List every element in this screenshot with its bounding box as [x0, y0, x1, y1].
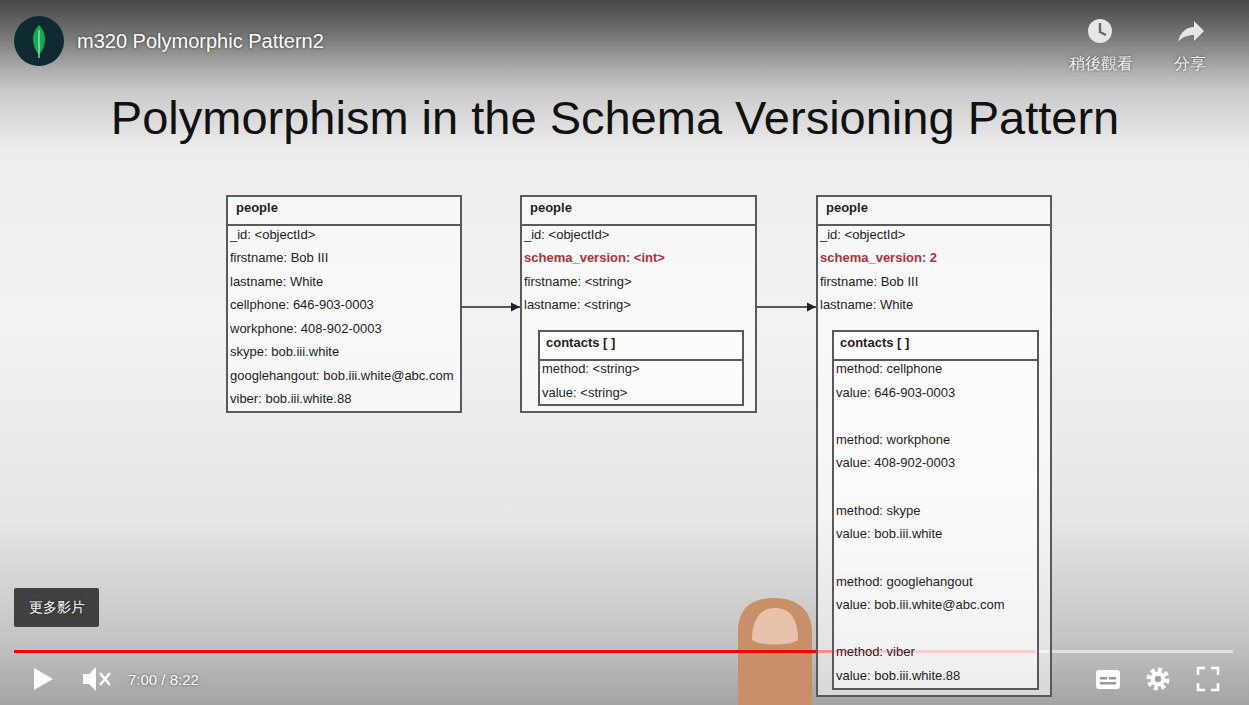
field-line: viber: bob.iii.white.88 — [230, 391, 351, 407]
field-line: _id: <objectId> — [820, 227, 905, 243]
collection-box: people _id: <objectId> firstname: Bob III l… — [226, 195, 462, 413]
field-line: value: 646-903-0003 — [836, 385, 955, 401]
array-box: contacts [ ] method: cellphone value: 646-… — [832, 330, 1039, 690]
arrow-connector — [757, 303, 816, 312]
watch-later-icon — [1088, 19, 1112, 43]
field-line: firstname: <string> — [524, 274, 632, 290]
field-line: value: <string> — [542, 385, 627, 401]
field-line: lastname: White — [230, 274, 323, 290]
field-line: _id: <objectId> — [230, 227, 315, 243]
field-line: value: bob.iii.white@abc.com — [836, 597, 1005, 613]
fullscreen-icon — [1198, 668, 1218, 690]
field-line: value: bob.iii.white — [836, 526, 942, 542]
field-line: method: viber — [836, 644, 915, 660]
watch-later-label: 稍後觀看 — [1069, 54, 1133, 74]
top-shade — [0, 0, 1249, 90]
arrow-head — [511, 303, 520, 312]
box-heading: contacts [ ] — [546, 335, 615, 351]
field-line: method: googlehangout — [836, 574, 973, 590]
array-box: contacts [ ] method: <string> value: <stri… — [538, 330, 744, 406]
share-icon — [1178, 21, 1204, 42]
collection-box: people _id: <objectId> schema_version: 2 fi… — [816, 195, 1052, 697]
field-line: _id: <objectId> — [524, 227, 609, 243]
share-label: 分享 — [1174, 54, 1206, 74]
box-heading: people — [530, 200, 572, 216]
field-line: firstname: Bob III — [230, 250, 328, 266]
box-heading: people — [236, 200, 278, 216]
field-line: lastname: <string> — [524, 297, 631, 313]
arrow-connector — [462, 303, 520, 312]
arrow-head — [807, 303, 816, 312]
field-line: schema_version: <int> — [524, 250, 665, 266]
field-line: firstname: Bob III — [820, 274, 918, 290]
play-icon — [34, 668, 53, 690]
field-line: method: workphone — [836, 432, 950, 448]
time-display: 7:00 / 8:22 — [128, 670, 199, 689]
box-heading: people — [826, 200, 868, 216]
slide-title: Polymorphism in the Schema Versioning Pa… — [15, 90, 1215, 146]
mute-icon — [83, 667, 110, 691]
field-line: workphone: 408-902-0003 — [230, 321, 382, 337]
field-line: schema_version: 2 — [820, 250, 937, 266]
field-line: method: skype — [836, 503, 921, 519]
field-line: cellphone: 646-903-0003 — [230, 297, 374, 313]
field-line: lastname: White — [820, 297, 913, 313]
box-heading: contacts [ ] — [840, 335, 909, 351]
field-line: method: cellphone — [836, 361, 942, 377]
field-line: value: 408-902-0003 — [836, 455, 955, 471]
field-line: value: bob.iii.white.88 — [836, 668, 960, 684]
field-line: method: <string> — [542, 361, 640, 377]
subtitles-icon — [1096, 670, 1120, 689]
channel-logo — [14, 16, 64, 66]
collection-box: people _id: <objectId> schema_version: <in… — [520, 195, 757, 413]
settings-icon — [1149, 670, 1167, 688]
more-videos-button: 更多影片 — [14, 588, 99, 627]
field-line: skype: bob.iii.white — [230, 344, 339, 360]
video-title: m320 Polymorphic Pattern2 — [77, 29, 324, 53]
field-line: googlehangout: bob.iii.white@abc.com — [230, 368, 454, 384]
